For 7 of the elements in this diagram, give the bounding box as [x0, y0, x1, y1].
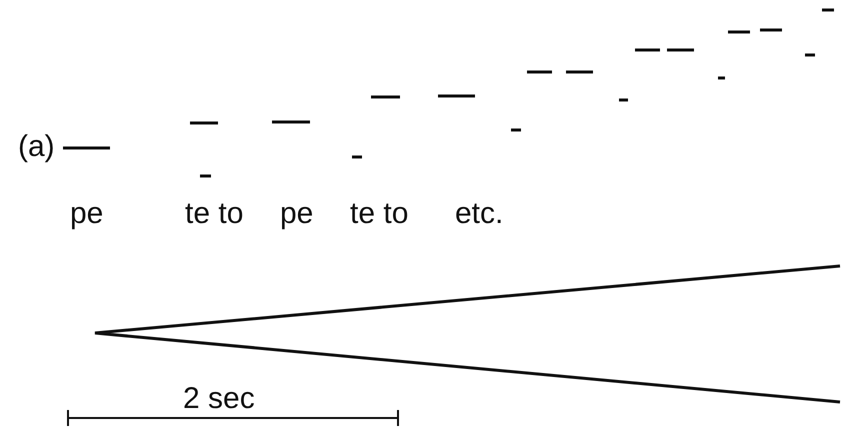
syllable-label: te to [350, 197, 408, 231]
syllable-label: pe [70, 197, 104, 231]
panel-label: (a) [18, 130, 55, 164]
syllable-label: te to [185, 197, 244, 231]
time-label: 2 sec [183, 382, 255, 416]
syllable-label: etc. [455, 197, 504, 231]
syllable-label: pe [280, 197, 314, 231]
